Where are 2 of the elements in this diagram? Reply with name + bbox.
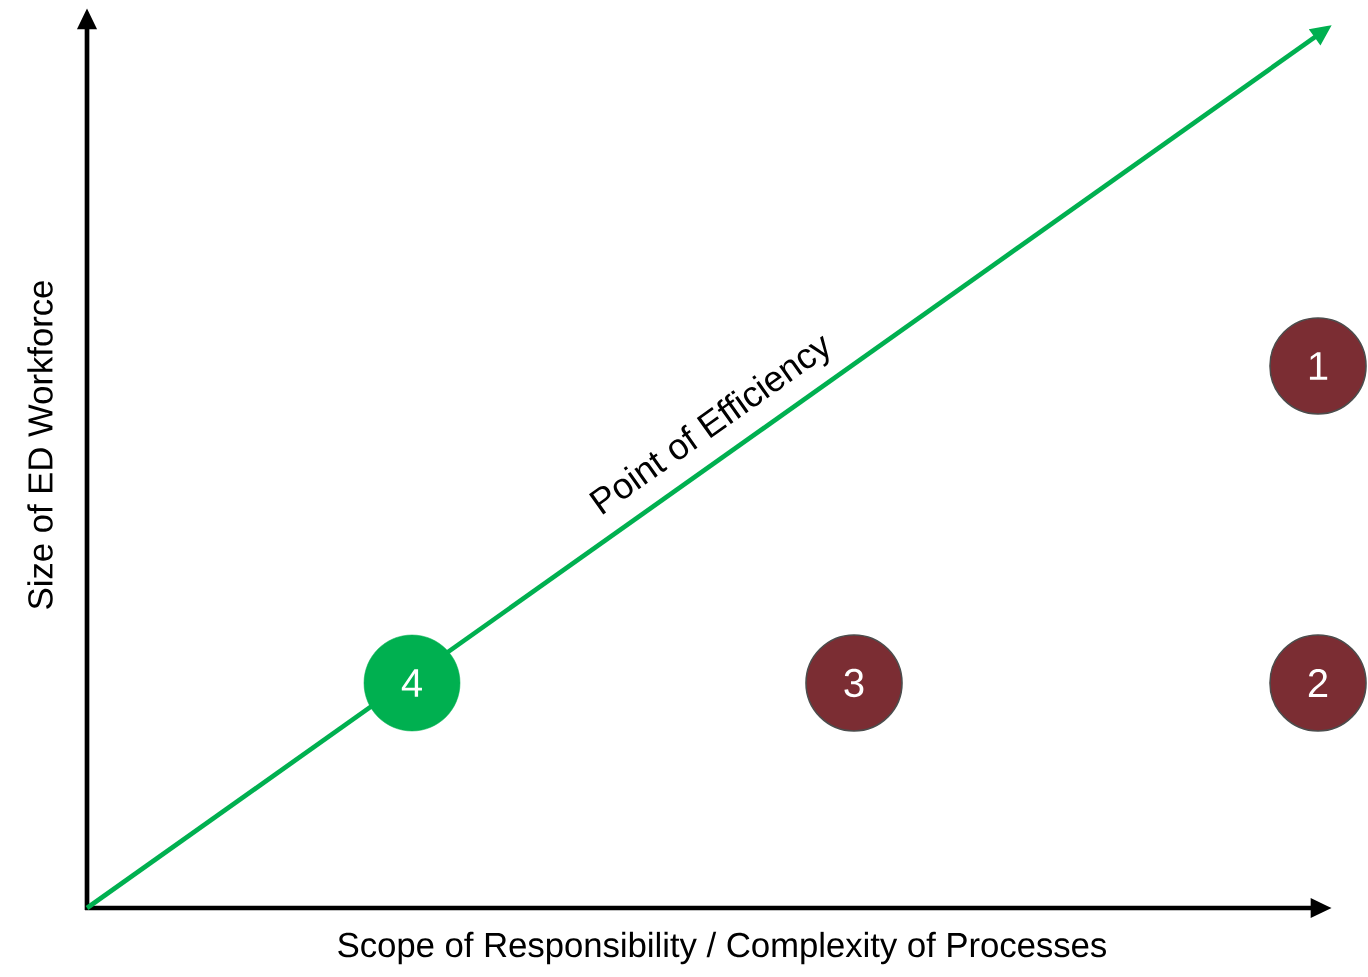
- axis-label: Size of ED Workforce: [27, 281, 53, 609]
- axis-label: Scope of Responsibility / Complexity of Processes: [338, 931, 1106, 965]
